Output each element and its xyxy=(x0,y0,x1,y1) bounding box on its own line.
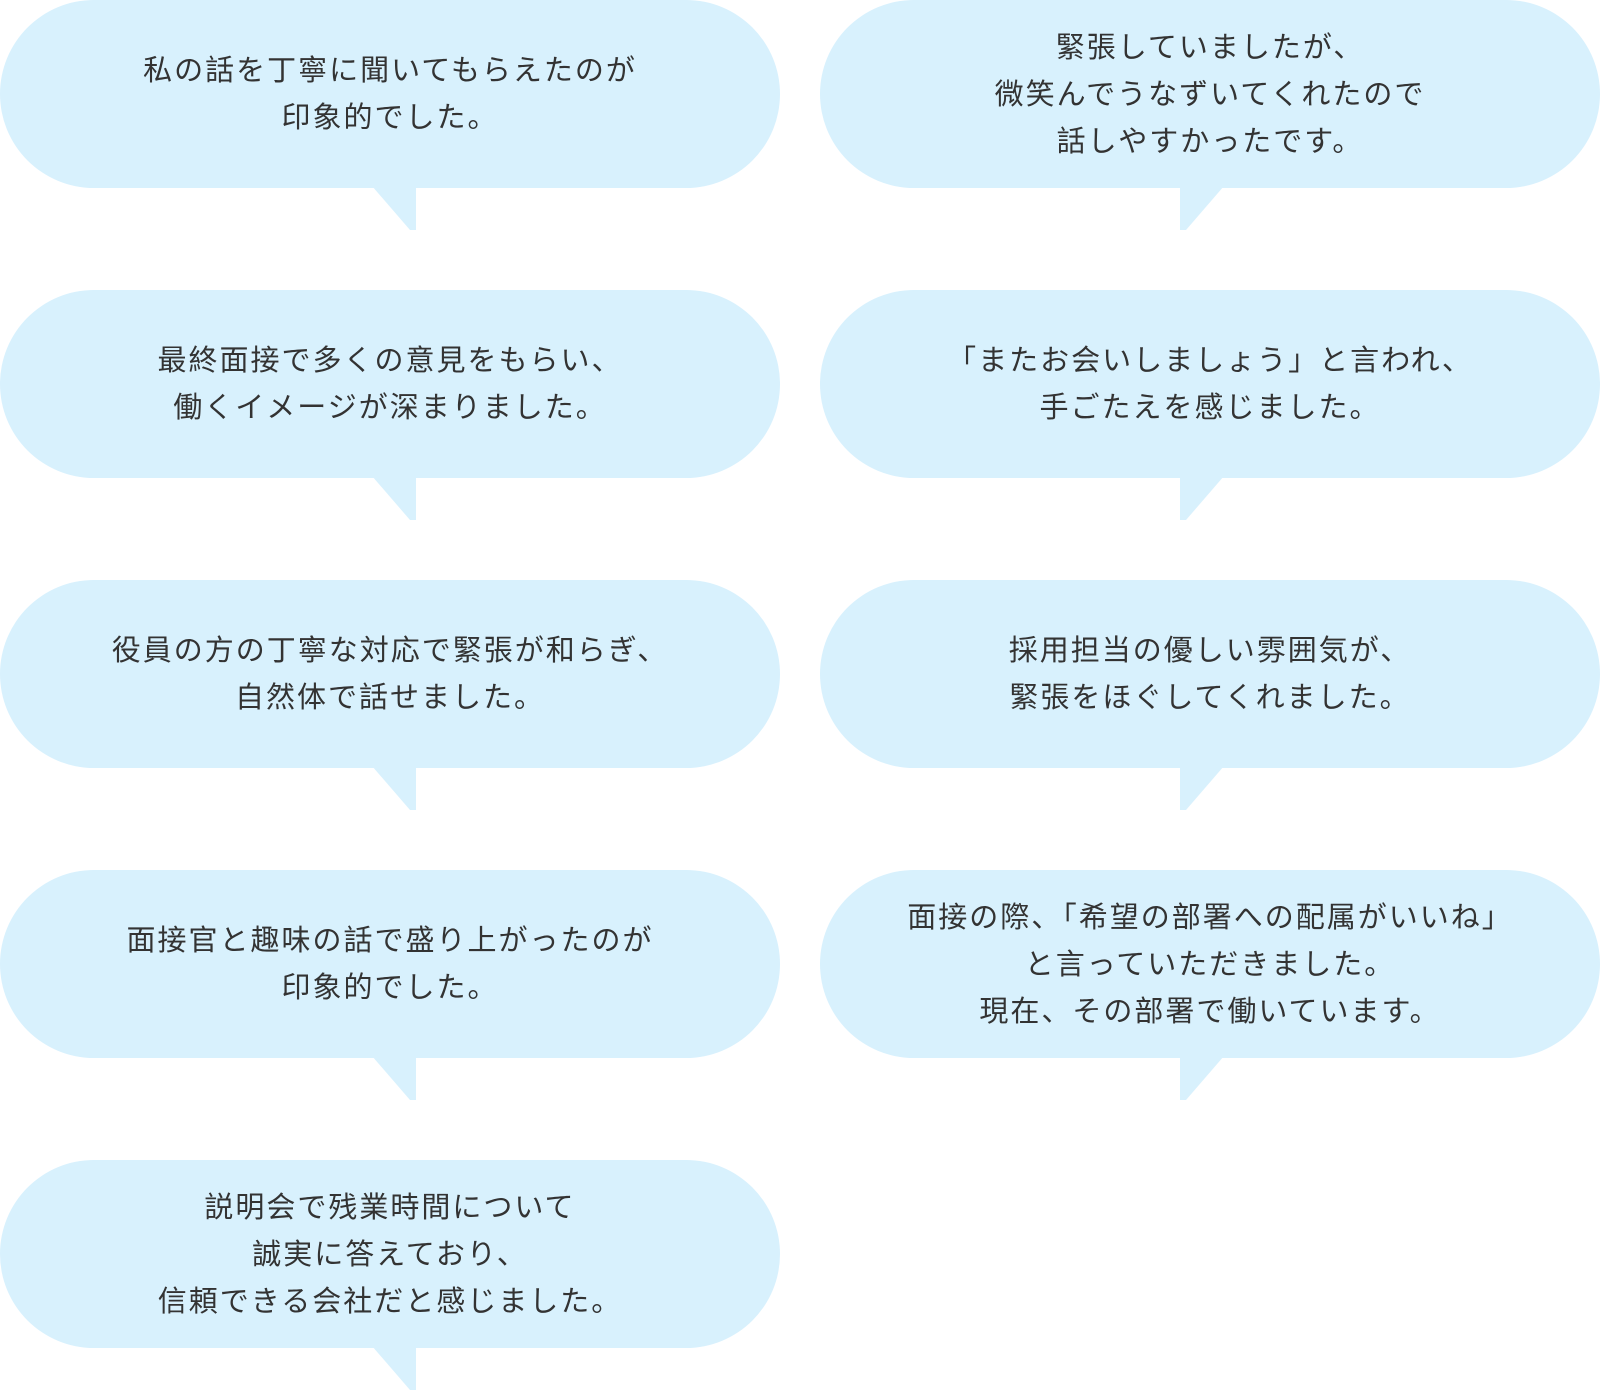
speech-bubble-4: 「またお会いしましょう」と言われ、 手ごたえを感じました。 xyxy=(820,290,1600,520)
bubble-tail xyxy=(1180,766,1224,810)
speech-bubble-1: 私の話を丁寧に聞いてもらえたのが 印象的でした。 xyxy=(0,0,780,230)
bubble-text: 私の話を丁寧に聞いてもらえたのが 印象的でした。 xyxy=(143,53,637,134)
bubble-tail xyxy=(372,766,416,810)
speech-bubble-7: 面接官と趣味の話で盛り上がったのが 印象的でした。 xyxy=(0,870,780,1100)
bubble-tail xyxy=(1180,1056,1224,1100)
bubble-tail xyxy=(372,1056,416,1100)
bubble-text: 「またお会いしましょう」と言われ、 手ごたえを感じました。 xyxy=(947,343,1473,424)
bubble-text: 説明会で残業時間について 誠実に答えており、 信頼できる会社だと感じました。 xyxy=(157,1189,623,1318)
bubble-text: 面接官と趣味の話で盛り上がったのが 印象的でした。 xyxy=(126,923,654,1004)
bubble-tail xyxy=(372,1346,416,1390)
bubble-tail xyxy=(1180,476,1224,520)
bubble-text: 緊張していましたが、 微笑んでうなずいてくれたので 話しやすかったです。 xyxy=(994,29,1426,158)
bubble-tail xyxy=(372,476,416,520)
speech-bubble-8: 面接の際、「希望の部署への配属がいいね」 と言っていただきました。 現在、その部… xyxy=(820,870,1600,1100)
bubble-tail xyxy=(1180,186,1224,230)
speech-bubble-9: 説明会で残業時間について 誠実に答えており、 信頼できる会社だと感じました。 xyxy=(0,1160,780,1390)
speech-bubble-3: 最終面接で多くの意見をもらい、 働くイメージが深まりました。 xyxy=(0,290,780,520)
speech-bubble-5: 役員の方の丁寧な対応で緊張が和らぎ、 自然体で話せました。 xyxy=(0,580,780,810)
speech-bubble-2: 緊張していましたが、 微笑んでうなずいてくれたので 話しやすかったです。 xyxy=(820,0,1600,230)
bubble-text: 役員の方の丁寧な対応で緊張が和らぎ、 自然体で話せました。 xyxy=(111,633,669,714)
bubble-tail xyxy=(372,186,416,230)
bubble-text: 採用担当の優しい雰囲気が、 緊張をほぐしてくれました。 xyxy=(1008,633,1412,714)
bubble-text: 面接の際、「希望の部署への配属がいいね」 と言っていただきました。 現在、その部… xyxy=(907,899,1513,1028)
bubble-text: 最終面接で多くの意見をもらい、 働くイメージが深まりました。 xyxy=(157,343,623,424)
speech-bubble-6: 採用担当の優しい雰囲気が、 緊張をほぐしてくれました。 xyxy=(820,580,1600,810)
